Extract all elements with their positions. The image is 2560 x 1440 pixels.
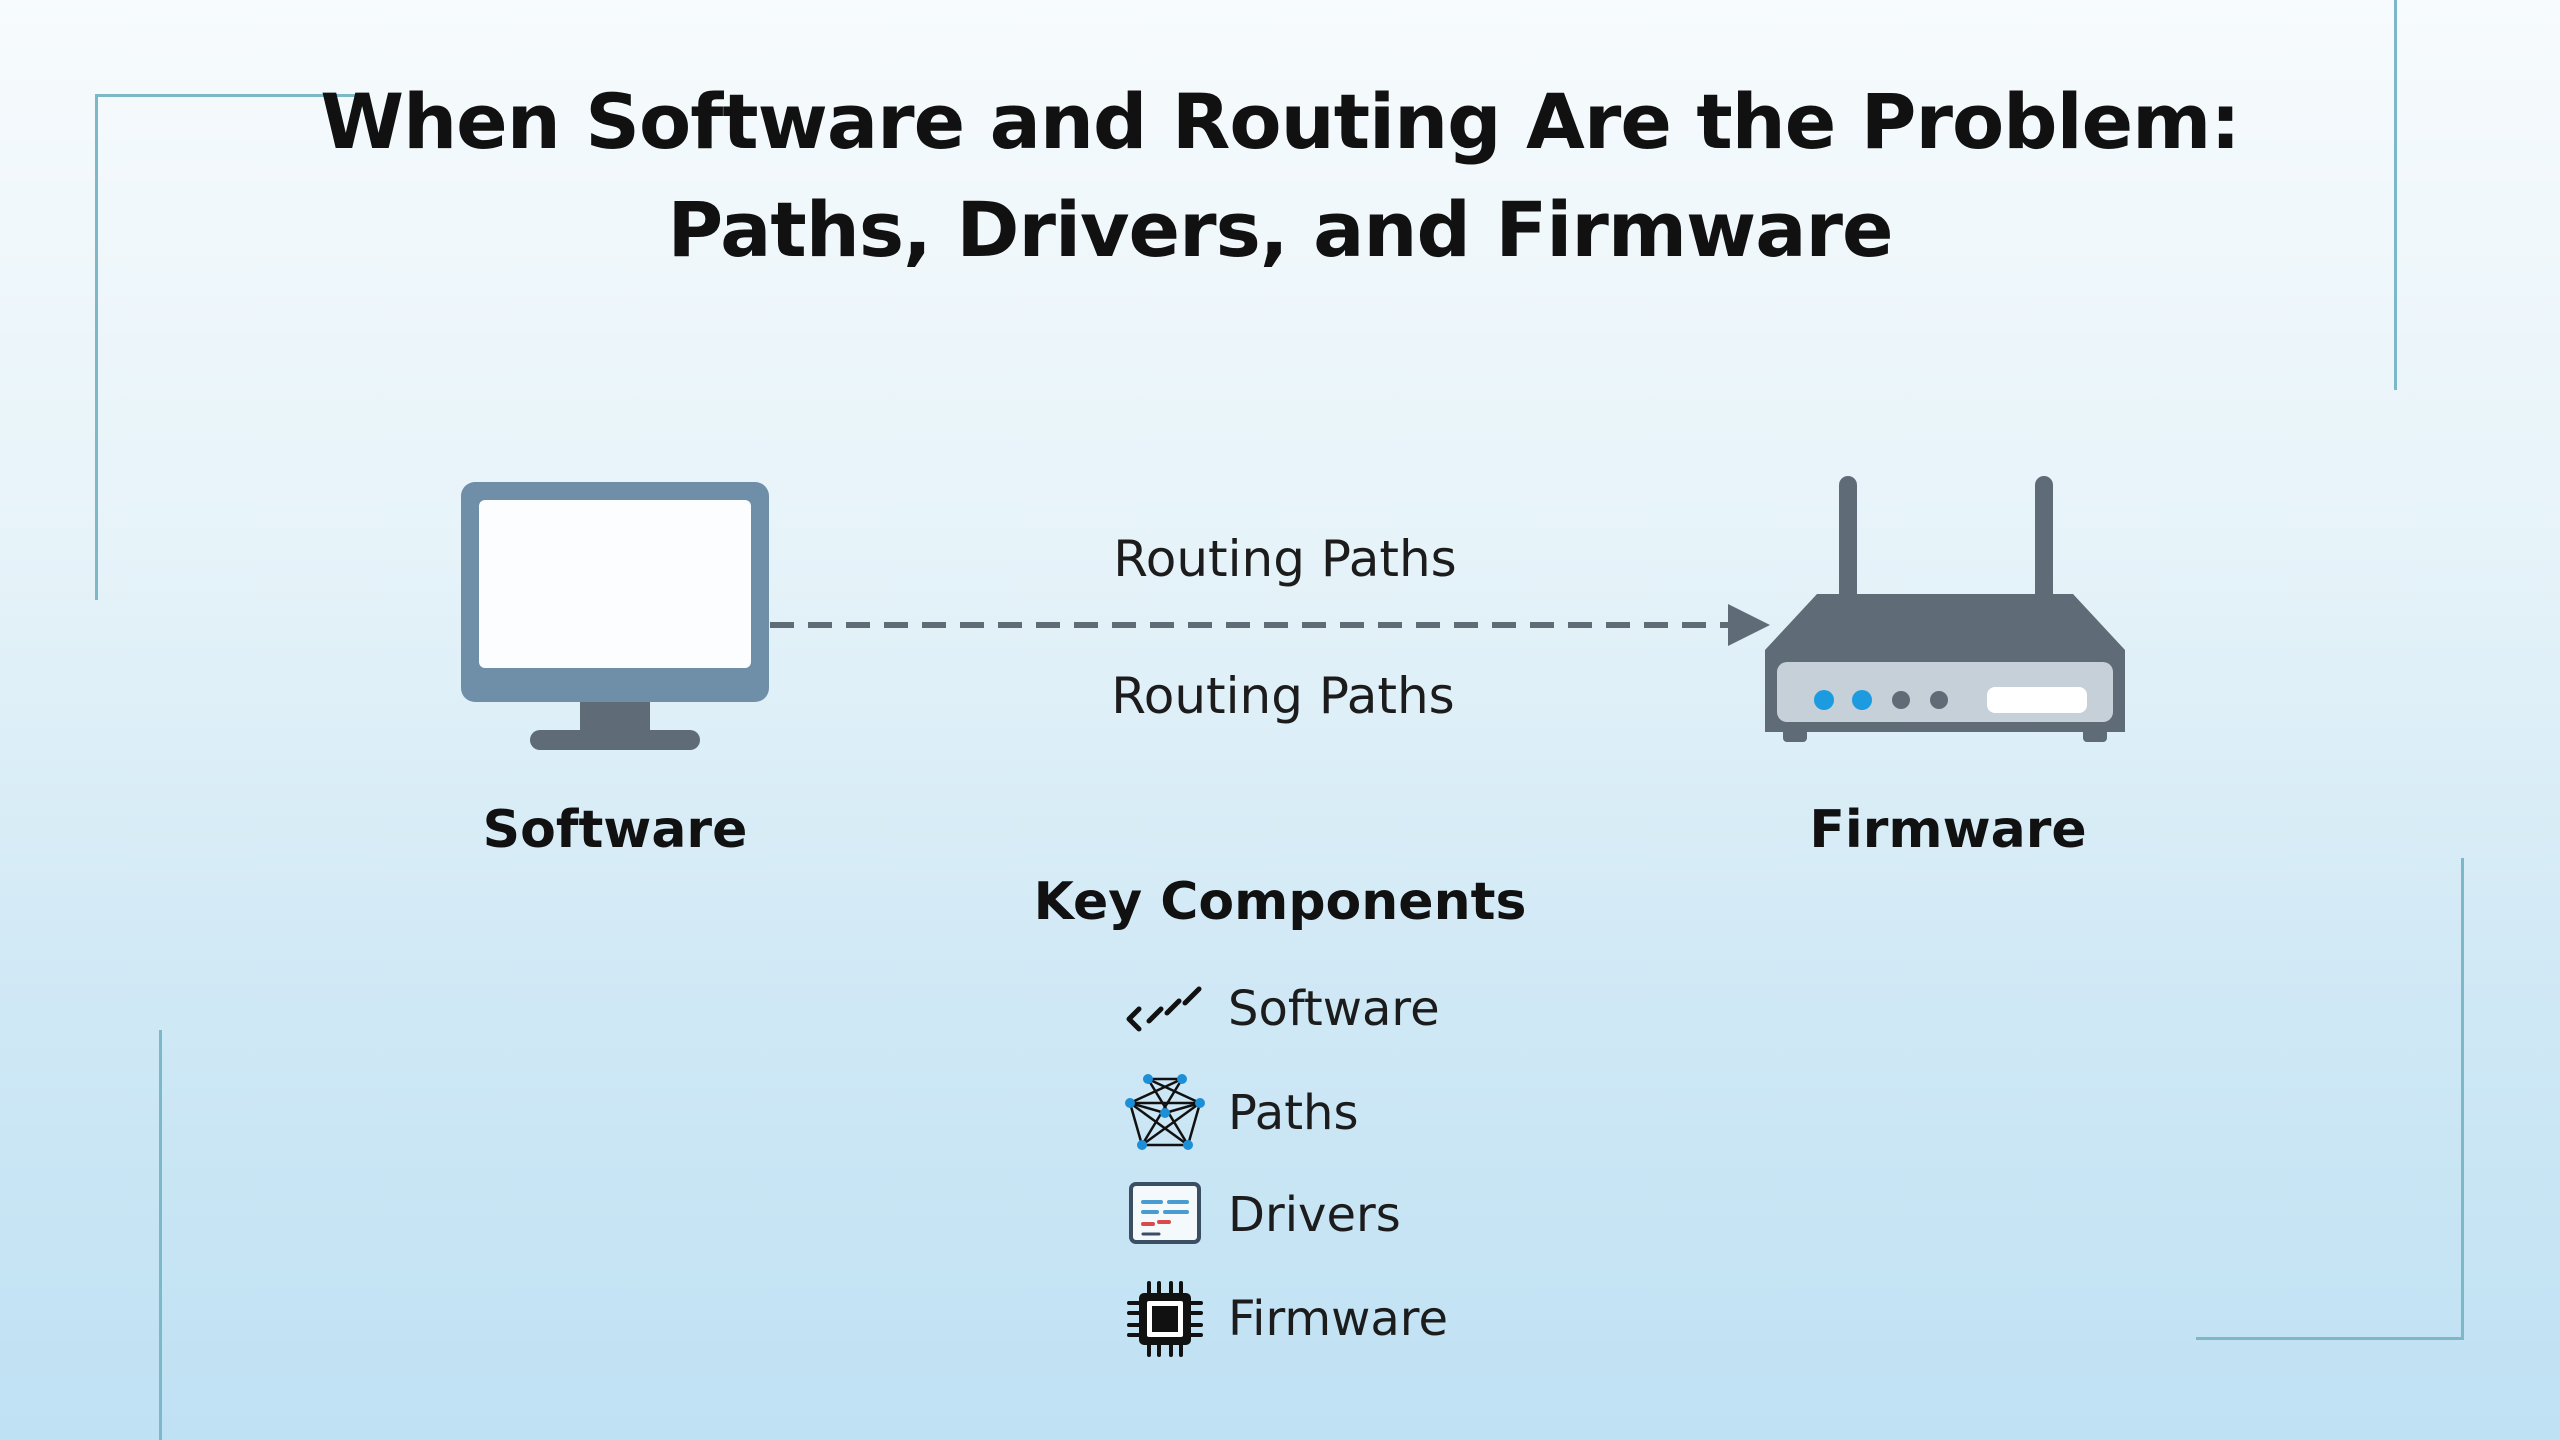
- frame-line-top-left-horizontal: [95, 94, 363, 97]
- page-title-line-1: When Software and Routing Are the Proble…: [320, 77, 2241, 166]
- router-led-4: [1930, 691, 1948, 709]
- router-led-2: [1852, 690, 1872, 710]
- frame-line-top-right-vertical: [2394, 0, 2397, 390]
- key-component-firmware: Firmware: [1120, 1274, 1448, 1364]
- frame-line-bottom-right-horizontal: [2196, 1337, 2464, 1340]
- frame-line-bottom-right-vertical: [2461, 858, 2464, 1340]
- page-title: When Software and Routing Are the Proble…: [0, 68, 2560, 284]
- frame-line-top-left-vertical: [95, 94, 98, 600]
- key-component-label: Paths: [1228, 1085, 1359, 1141]
- monitor-icon: [461, 482, 769, 750]
- key-component-label: Drivers: [1228, 1187, 1401, 1243]
- key-component-paths: Paths: [1120, 1068, 1358, 1158]
- key-components-heading: Key Components: [1033, 872, 1527, 932]
- router-led-1: [1814, 690, 1834, 710]
- router-icon: [1765, 476, 2125, 742]
- router-led-3: [1892, 691, 1910, 709]
- driver-window-icon: [1129, 1182, 1201, 1244]
- routing-label-top: Routing Paths: [1113, 530, 1457, 588]
- firmware-label: Firmware: [1809, 800, 2087, 860]
- key-component-label: Software: [1228, 981, 1440, 1037]
- software-label: Software: [482, 800, 748, 860]
- routing-arrow: [770, 604, 1770, 646]
- key-component-drivers: Drivers: [1120, 1170, 1401, 1260]
- page-title-line-2: Paths, Drivers, and Firmware: [667, 185, 1893, 274]
- code-slashes-icon: [1126, 986, 1202, 1032]
- key-component-label: Firmware: [1228, 1291, 1448, 1347]
- chip-icon: [1127, 1281, 1203, 1357]
- frame-line-bottom-left-vertical: [159, 1030, 162, 1440]
- key-component-software: Software: [1120, 964, 1440, 1054]
- network-graph-icon: [1125, 1074, 1205, 1150]
- routing-label-bottom: Routing Paths: [1111, 667, 1455, 725]
